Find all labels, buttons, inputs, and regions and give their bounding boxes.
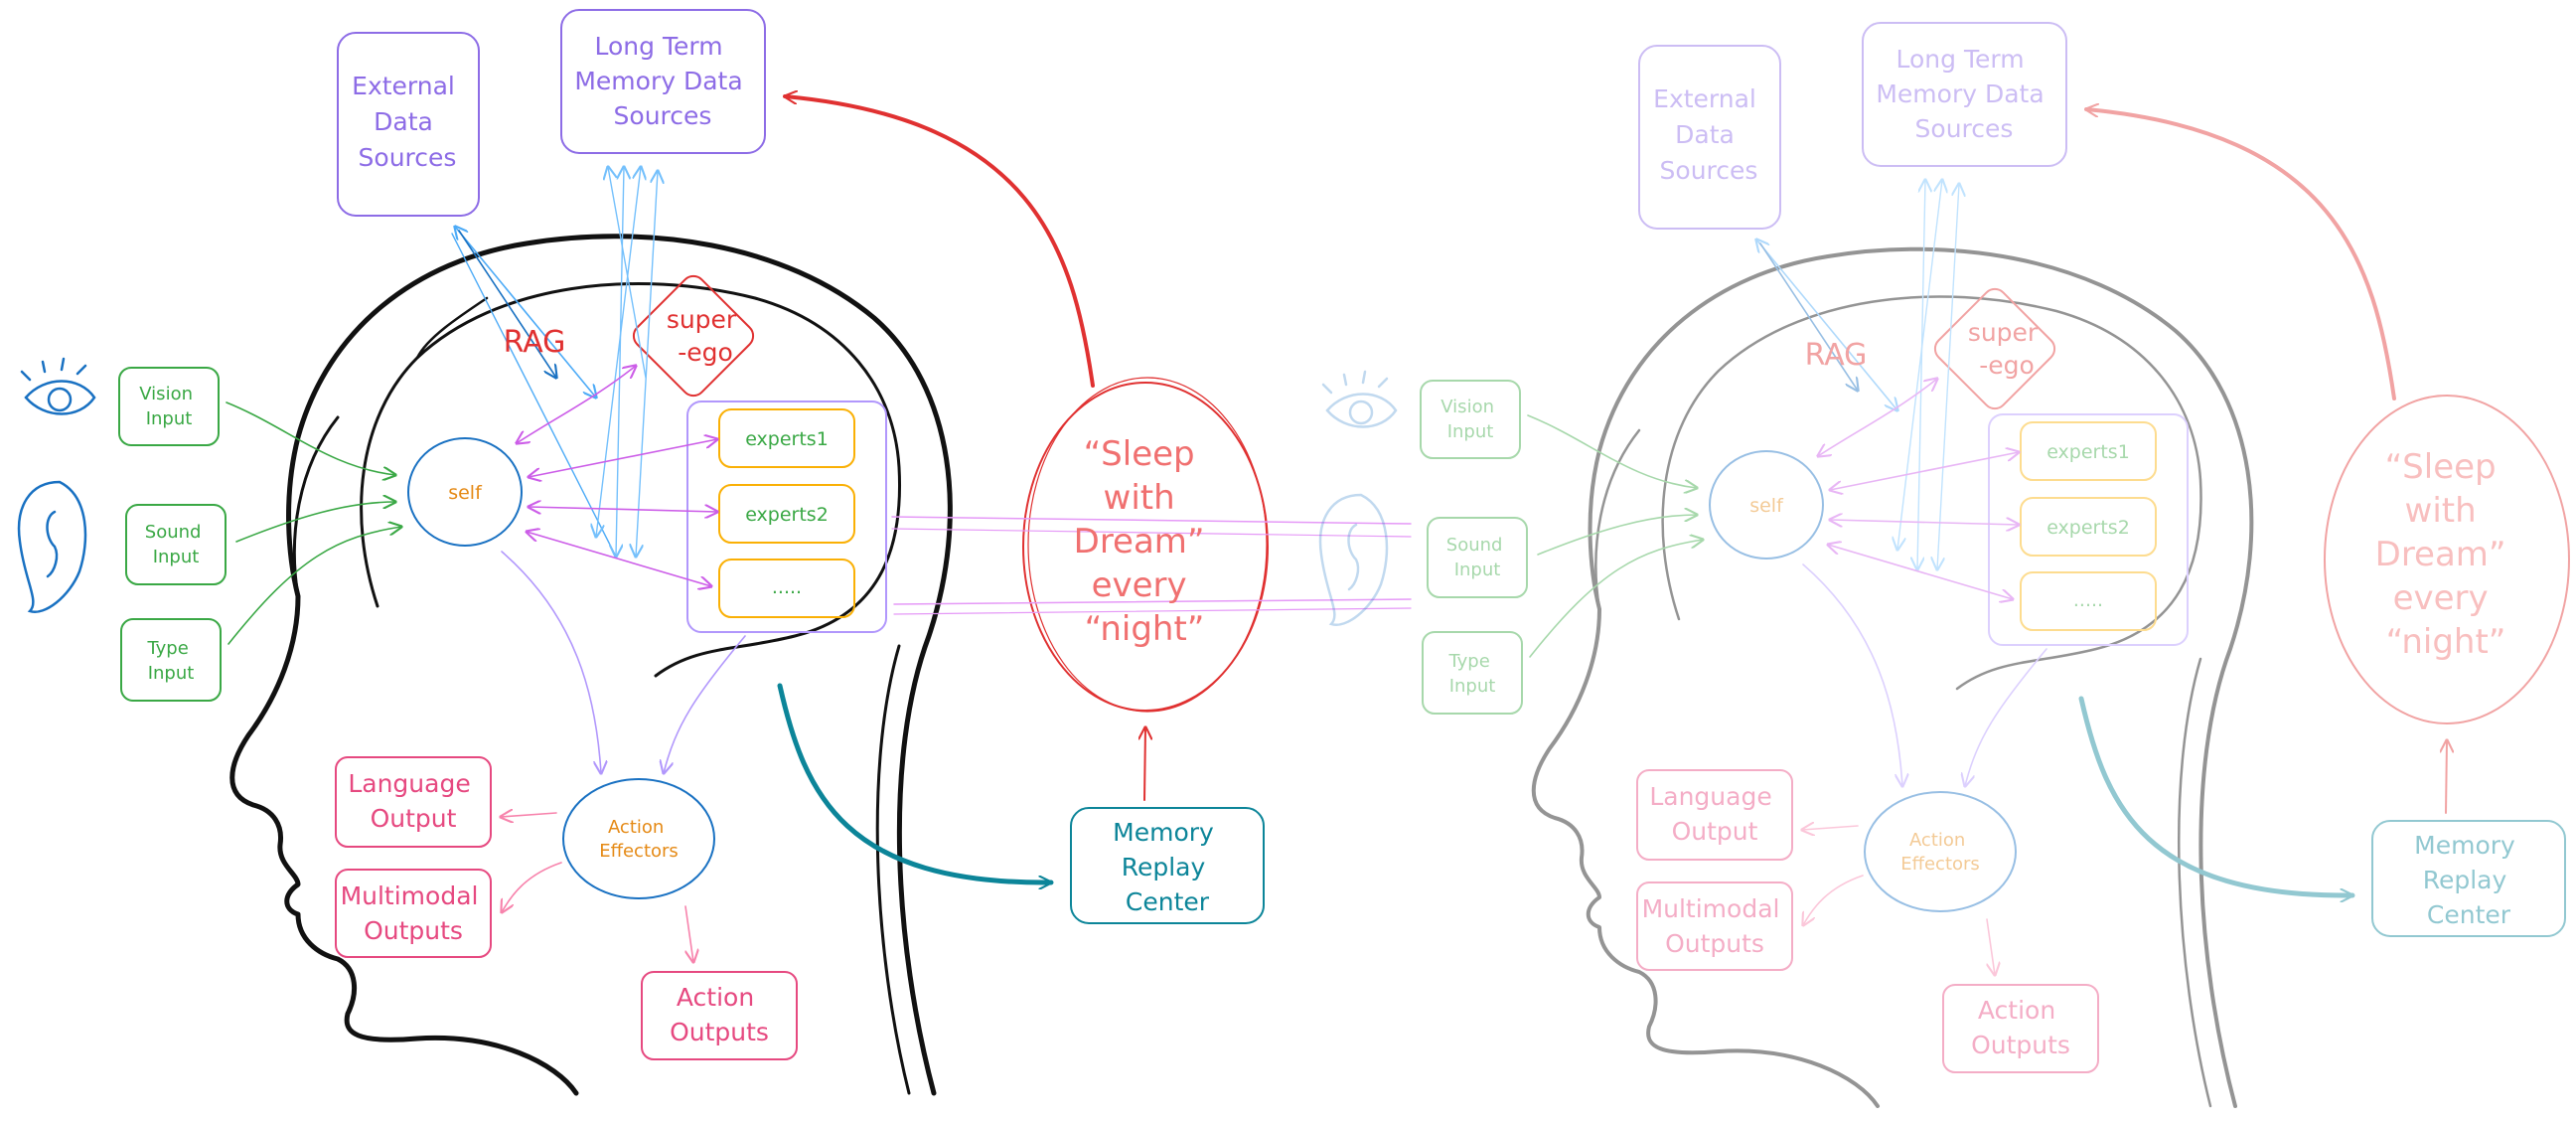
sound-input-box xyxy=(1427,517,1528,598)
action-effectors-node xyxy=(562,778,715,899)
experts-to-effectors-arrow xyxy=(664,635,746,773)
multimodal-outputs-box xyxy=(1636,881,1793,971)
experts2-box xyxy=(2020,497,2157,557)
replay-to-sleep-arrow xyxy=(1144,727,1145,801)
action-outputs-box xyxy=(1942,984,2099,1073)
sound-to-self-arrow xyxy=(235,502,395,543)
sleep-dream-ellipse xyxy=(1022,382,1269,712)
external-data-sources-box xyxy=(1638,45,1781,230)
experts3-box xyxy=(718,559,855,618)
superego-label: super -ego xyxy=(1968,318,2046,380)
experts2-box xyxy=(718,484,855,544)
action-effectors-node xyxy=(1864,791,2017,912)
type-input-label: Type Input xyxy=(146,638,194,684)
long-term-memory-box xyxy=(560,9,766,154)
vision-input-label: Vision Input xyxy=(139,384,198,429)
vision-input-label: Vision Input xyxy=(1440,397,1499,442)
type-to-self-arrow xyxy=(227,527,401,645)
self-experts1-arrow xyxy=(529,439,717,477)
faded-panel: External Data Sources Long Term Memory D… xyxy=(1318,22,2570,1108)
type-input-box xyxy=(120,618,222,702)
head-outline-faded xyxy=(1531,246,2254,1108)
effectors-to-action-outputs-arrow xyxy=(684,905,693,962)
sound-input-box xyxy=(125,504,227,585)
ear-icon xyxy=(1318,493,1389,627)
experts-to-sleep-arrows xyxy=(891,516,1412,525)
head-outline xyxy=(229,234,953,1096)
sound-input-label: Sound Input xyxy=(145,522,207,567)
vision-to-self-arrow xyxy=(226,401,395,475)
eye-icon xyxy=(20,357,96,415)
self-node xyxy=(407,437,523,547)
sleep-dream-ellipse xyxy=(2324,395,2570,724)
experts-to-replay-arrow xyxy=(777,683,1054,882)
memory-replay-center-label: Memory Replay Center xyxy=(1113,818,1222,916)
self-node xyxy=(1709,450,1824,560)
vision-input-box xyxy=(118,367,220,446)
experts2-label: experts2 xyxy=(2046,517,2130,539)
rag-arrow xyxy=(455,227,596,398)
experts3-box xyxy=(2020,571,2157,631)
self-experts2-arrow xyxy=(529,507,717,512)
language-output-label: Language Output xyxy=(348,769,478,833)
external-data-sources-label: External Data Sources xyxy=(352,72,463,172)
long-term-memory-label: Long Term Memory Data Sources xyxy=(1876,45,2051,143)
external-data-sources-box xyxy=(337,32,480,217)
multimodal-outputs-label: Multimodal Outputs xyxy=(1642,894,1788,958)
memory-replay-center-label: Memory Replay Center xyxy=(2414,831,2523,929)
language-output-label: Language Output xyxy=(1649,782,1779,846)
multimodal-outputs-box xyxy=(335,869,492,958)
self-to-effectors-arrow xyxy=(501,551,601,773)
superego-label: super -ego xyxy=(667,305,744,367)
effectors-to-multimodal-arrow xyxy=(502,862,562,912)
rag-label: RAG xyxy=(504,325,566,360)
external-data-sources-label: External Data Sources xyxy=(1653,84,1764,185)
effectors-to-language-arrow xyxy=(501,813,557,817)
type-input-box xyxy=(1422,631,1523,715)
language-output-box xyxy=(335,756,492,848)
main-panel: External Data Sources Long Term Memory D… xyxy=(17,9,1412,1096)
sleep-to-memory-arrow xyxy=(785,96,1095,388)
memory-replay-center-box xyxy=(1070,807,1265,924)
sleep-dream-label: “Sleep with Dream” every “night” xyxy=(2375,447,2517,662)
sound-input-label: Sound Input xyxy=(1446,535,1508,580)
self-label: self xyxy=(1749,495,1784,517)
experts1-label: experts1 xyxy=(2046,441,2130,463)
language-output-box xyxy=(1636,769,1793,861)
self-label: self xyxy=(448,482,483,504)
experts1-label: experts1 xyxy=(745,428,829,450)
long-term-memory-label: Long Term Memory Data Sources xyxy=(574,32,750,130)
rag-label: RAG xyxy=(1805,338,1868,373)
multimodal-outputs-label: Multimodal Outputs xyxy=(341,881,487,945)
vision-input-box xyxy=(1420,380,1521,459)
long-term-memory-box xyxy=(1862,22,2067,167)
self-experts3-arrow xyxy=(527,532,711,586)
action-outputs-label: Action Outputs xyxy=(670,983,769,1046)
experts2-label: experts2 xyxy=(745,504,829,526)
memory-replay-center-box xyxy=(2371,820,2566,937)
type-input-label: Type Input xyxy=(1447,651,1495,697)
action-outputs-box xyxy=(641,971,798,1060)
ear-icon xyxy=(17,480,87,614)
eye-icon xyxy=(1321,370,1398,428)
action-outputs-label: Action Outputs xyxy=(1971,996,2070,1059)
experts3-label: ..... xyxy=(2073,589,2103,611)
experts3-label: ..... xyxy=(772,576,802,598)
action-effectors-label: Action Effectors xyxy=(599,817,679,862)
action-effectors-label: Action Effectors xyxy=(1900,830,1980,875)
sleep-dream-label: “Sleep with Dream” every “night” xyxy=(1074,434,1216,649)
